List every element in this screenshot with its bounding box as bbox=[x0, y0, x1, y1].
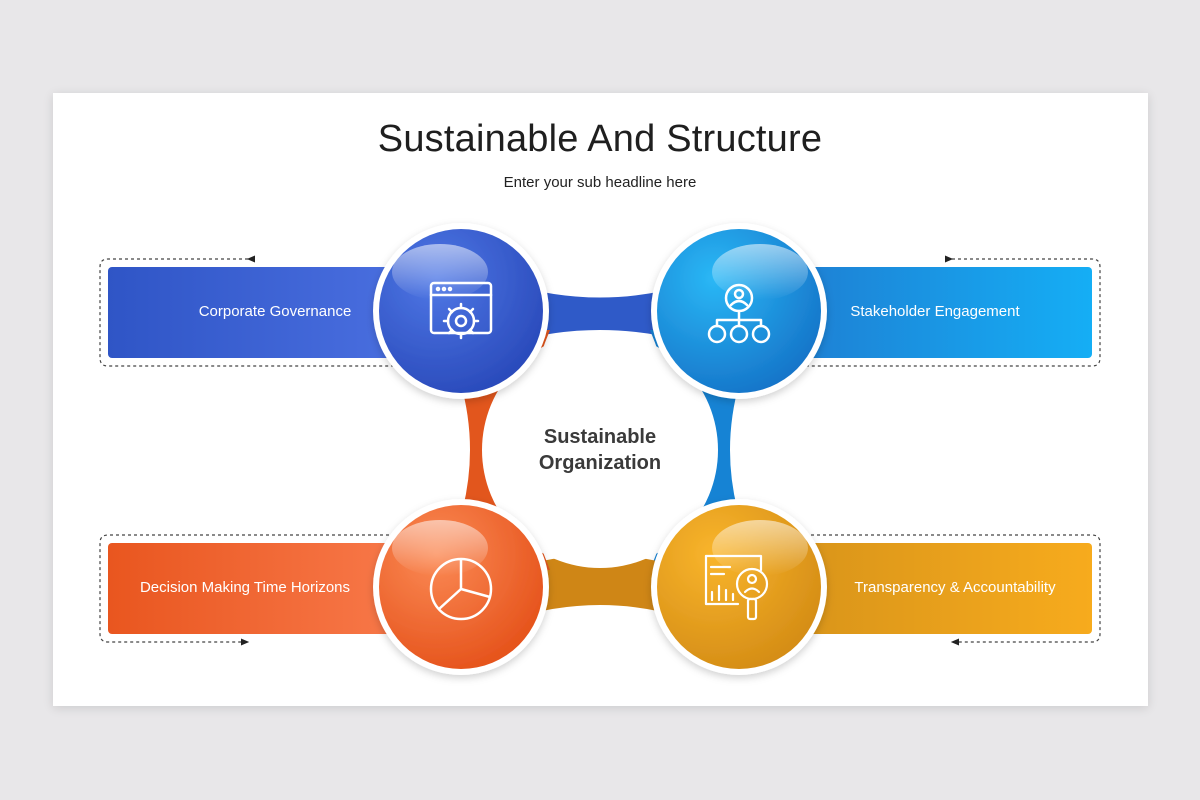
center-label: Sustainable Organization bbox=[500, 424, 700, 476]
dashed-frames bbox=[99, 255, 1101, 646]
bar-stakeholder-engagement bbox=[792, 267, 1092, 358]
pie-chart-icon bbox=[429, 557, 493, 621]
gear-window-icon bbox=[429, 281, 493, 340]
center-label-line1: Sustainable bbox=[543, 426, 657, 448]
bar-transparency bbox=[792, 543, 1092, 634]
label-stakeholder-engagement: Stakeholder Engagement bbox=[850, 303, 1020, 320]
org-chart-icon bbox=[707, 283, 771, 344]
label-decision-making: Decision Making Time Horizons bbox=[139, 579, 351, 596]
label-transparency: Transparency & Accountability bbox=[854, 579, 1056, 596]
bar-corporate-governance bbox=[108, 267, 408, 358]
report-magnifier-icon bbox=[704, 554, 769, 621]
circle-transparency bbox=[651, 499, 827, 675]
center-label-line2: Organization bbox=[538, 452, 662, 474]
label-corporate-governance: Corporate Governance bbox=[198, 303, 352, 320]
page-title: Sustainable And Structure bbox=[377, 118, 823, 160]
page-subtitle: Enter your sub headline here bbox=[503, 174, 697, 191]
circle-corporate-governance bbox=[373, 223, 549, 399]
bar-decision-making bbox=[108, 543, 408, 634]
